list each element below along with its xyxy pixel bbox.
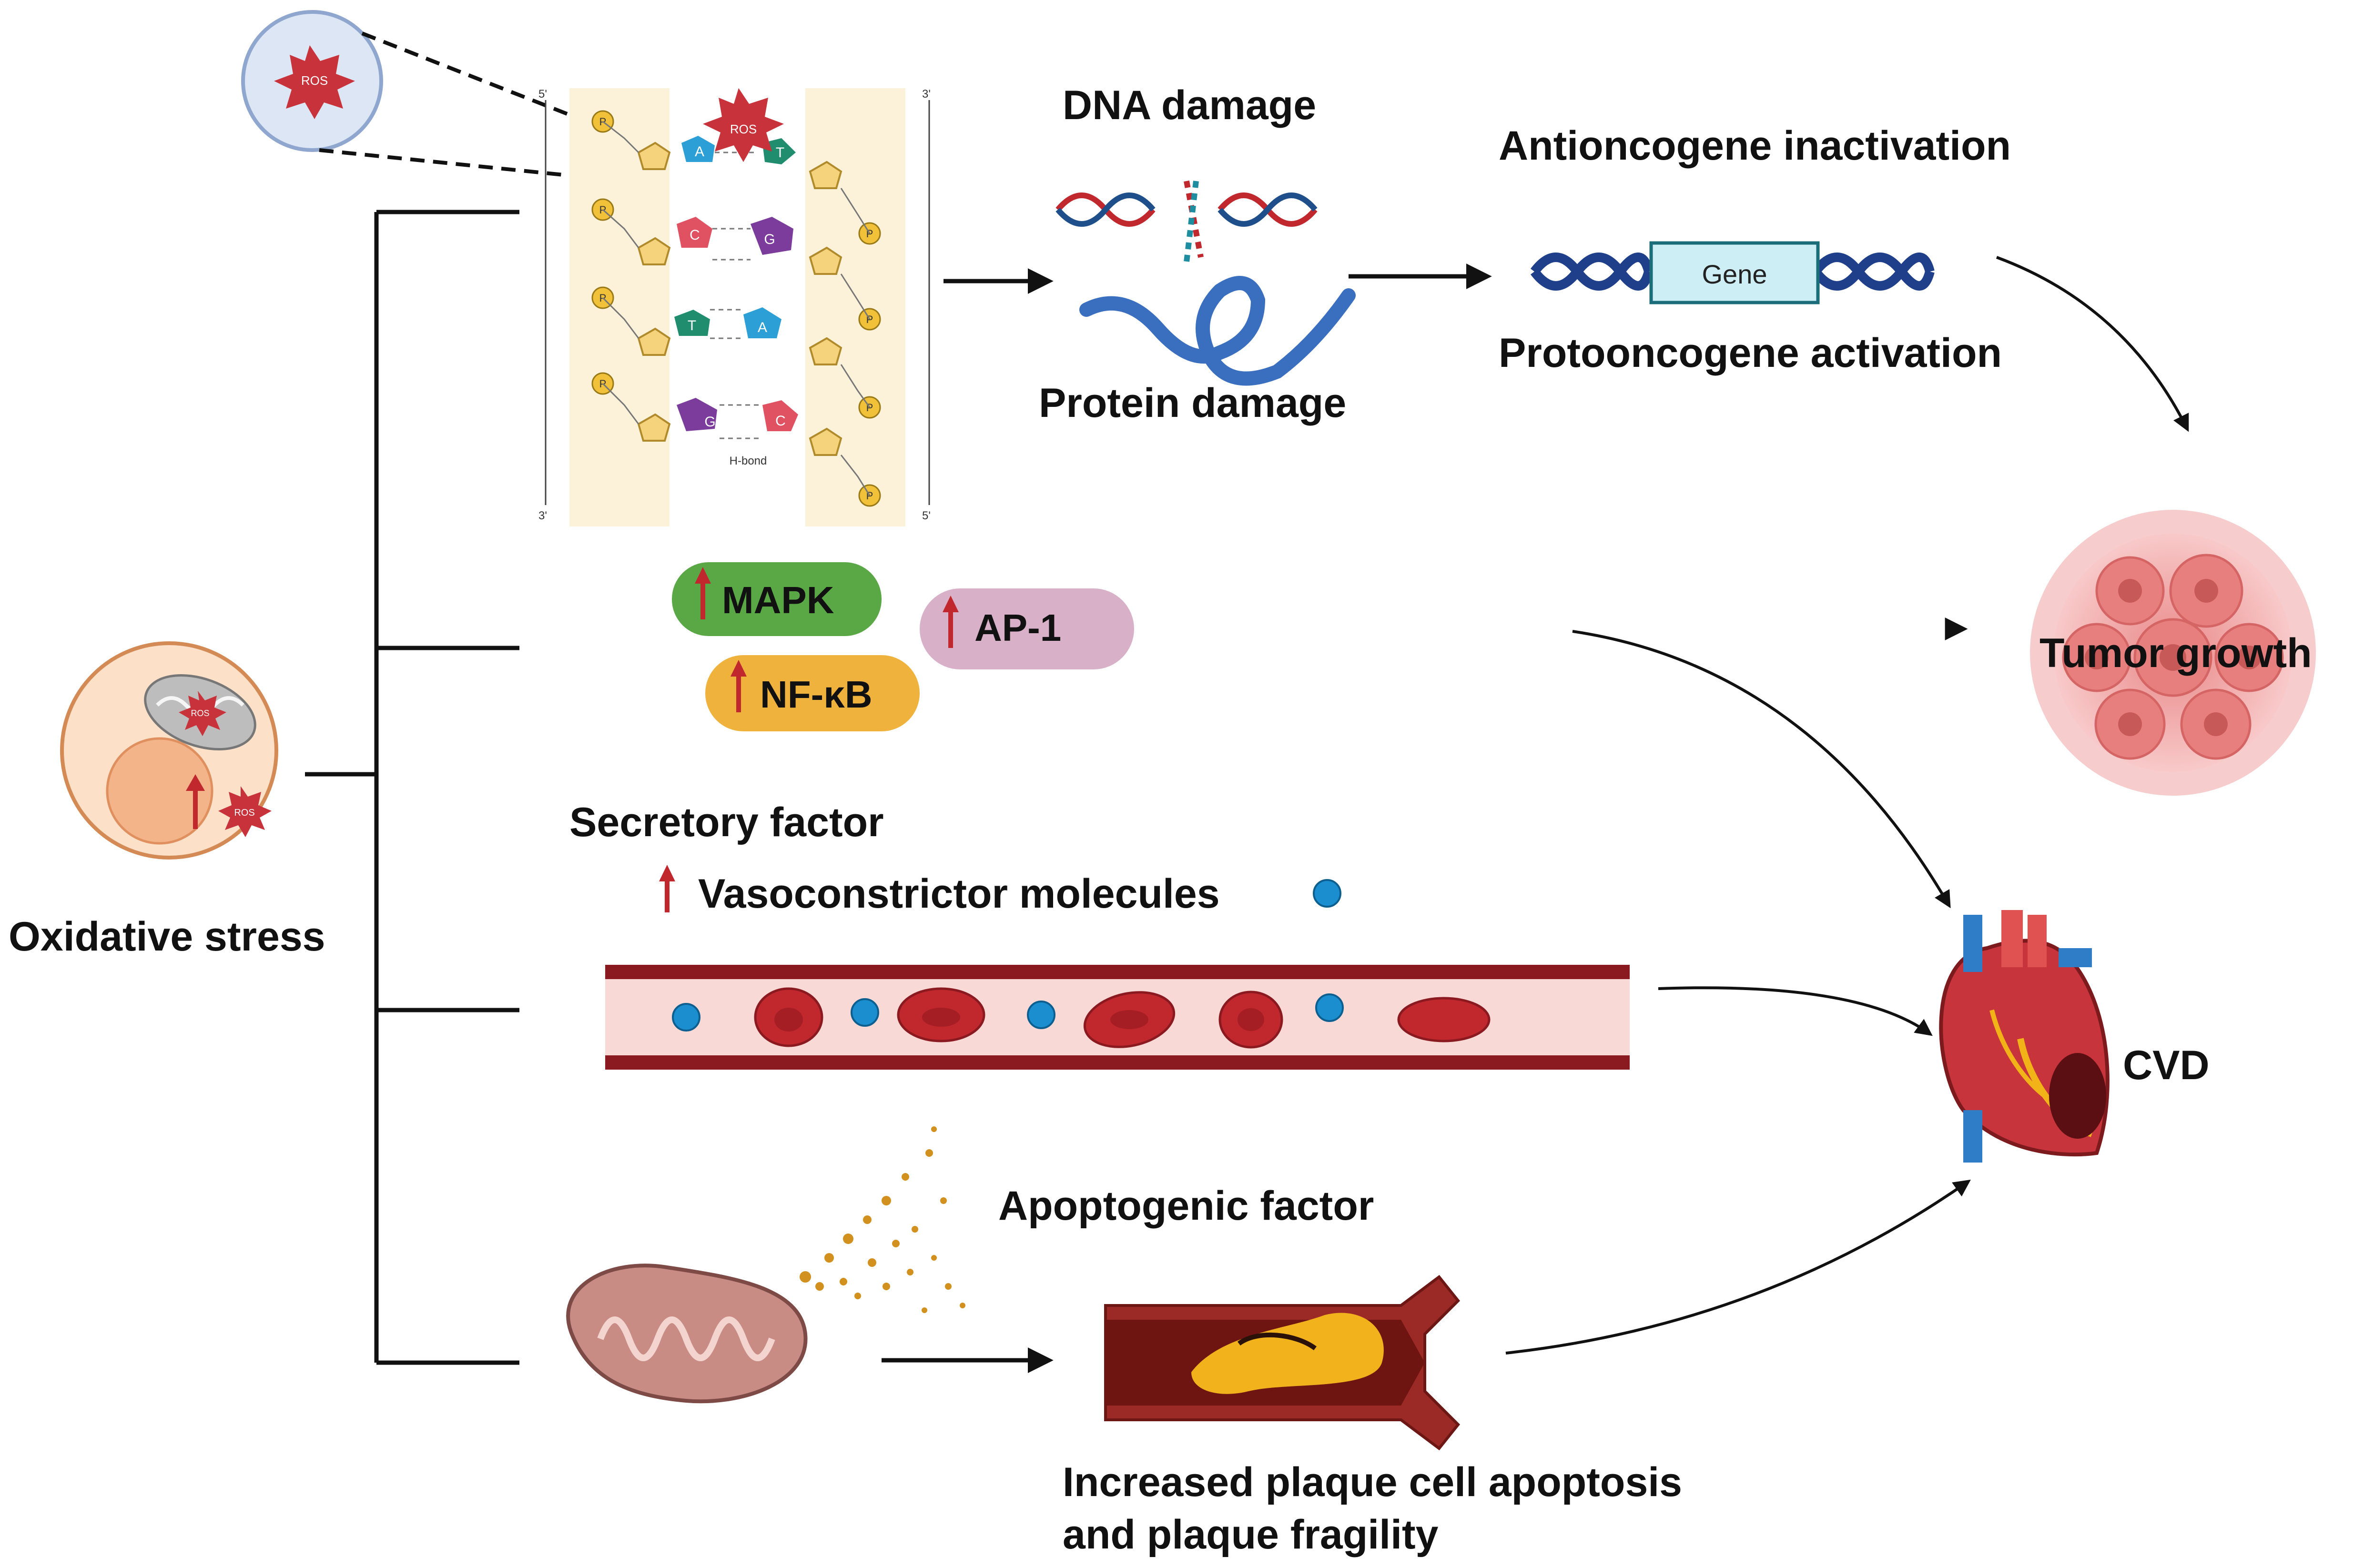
cvd-label: CVD [2123, 1042, 2210, 1088]
base-label: A [695, 144, 704, 160]
vasoconstrictor-molecule-icon [1313, 879, 1341, 908]
prime-5-top-left: 5' [538, 88, 547, 101]
tumor-icon [2030, 510, 2316, 796]
up-arrow-icon [659, 865, 675, 912]
base-pair-2: C G [677, 217, 793, 261]
vasoconstrictor-label: Vasoconstrictor molecules [698, 871, 1220, 917]
ap1-pill: AP-1 [920, 588, 1134, 669]
ros-label-zoom: ROS [301, 73, 328, 88]
plaque-label-line2: and plaque fragility [1063, 1512, 1439, 1558]
ros-burst-nucleus: ROS [218, 786, 272, 837]
nfkb-label: NF-κB [760, 673, 873, 716]
apoptogenic-particles-icon [800, 1126, 965, 1313]
prime-3-top-right: 3' [922, 88, 931, 101]
arrow-vessel-to-cvd [1658, 986, 1933, 1036]
apoptogenic-factor-label: Apoptogenic factor [998, 1183, 1374, 1229]
gene-box [1649, 241, 1820, 304]
ros-burst-dna: ROS [703, 88, 784, 162]
base-pair-1: A T [681, 136, 796, 164]
nfkb-pill: NF-κB [705, 655, 920, 731]
ros-label-mito: ROS [191, 708, 209, 718]
blood-vessel-icon [605, 965, 1630, 1070]
up-arrow-icon [186, 774, 205, 829]
cell-icon: ROS ROS [60, 641, 278, 860]
plaque-label-line1: Increased plaque cell apoptosis [1063, 1459, 1682, 1505]
base-label: T [776, 145, 784, 161]
gene-label: Gene [1702, 259, 1767, 289]
base-label: C [690, 227, 700, 243]
secretory-factor-label: Secretory factor [569, 799, 884, 845]
h-bond-label: H-bond [730, 455, 767, 467]
mapk-label: MAPK [722, 579, 834, 621]
gene-dna-icon [1531, 253, 1935, 291]
ros-zoom-circle: ROS [241, 10, 662, 183]
mapk-pill: MAPK [672, 562, 882, 636]
protein-damage-label: Protein damage [1039, 380, 1346, 426]
ros-burst-mito: ROS [179, 691, 226, 736]
arrow-signaling-to-cvd [1572, 630, 1951, 909]
antioncogene-label: Antioncogene inactivation [1499, 123, 2011, 169]
base-label: C [775, 413, 786, 429]
arrow-plaque-to-cvd [1505, 1179, 1971, 1355]
ros-label-dna: ROS [730, 122, 757, 136]
base-label: G [704, 414, 715, 430]
heart-icon [1939, 910, 2110, 1163]
mitochondrion-icon [566, 1264, 808, 1404]
dna-damage-label: DNA damage [1063, 82, 1316, 128]
broken-dna-icon [1055, 180, 1318, 263]
tumor-growth-label: Tumor growth [2039, 630, 2312, 676]
protein-icon [1079, 276, 1356, 386]
prime-5-bottom-right: 5' [922, 509, 931, 522]
ros-label-nucleus: ROS [234, 808, 254, 818]
base-label: G [764, 232, 775, 247]
protooncogene-label: Protooncogene activation [1499, 330, 2002, 376]
base-label: A [758, 320, 767, 335]
base-pair-4: G C [677, 398, 798, 439]
prime-3-bottom-left: 3' [538, 509, 547, 522]
oxidative-stress-label: Oxidative stress [9, 914, 325, 960]
base-pair-3: T A [674, 307, 781, 339]
ap1-label: AP-1 [974, 607, 1061, 649]
bracket-tree [305, 210, 519, 1365]
dna-structure: 5' 3' 3' 5' P P P P [538, 88, 931, 526]
plaque-vessel-icon [1104, 1275, 1461, 1451]
base-label: T [688, 318, 696, 334]
arrow-to-tumor [1996, 256, 2189, 432]
